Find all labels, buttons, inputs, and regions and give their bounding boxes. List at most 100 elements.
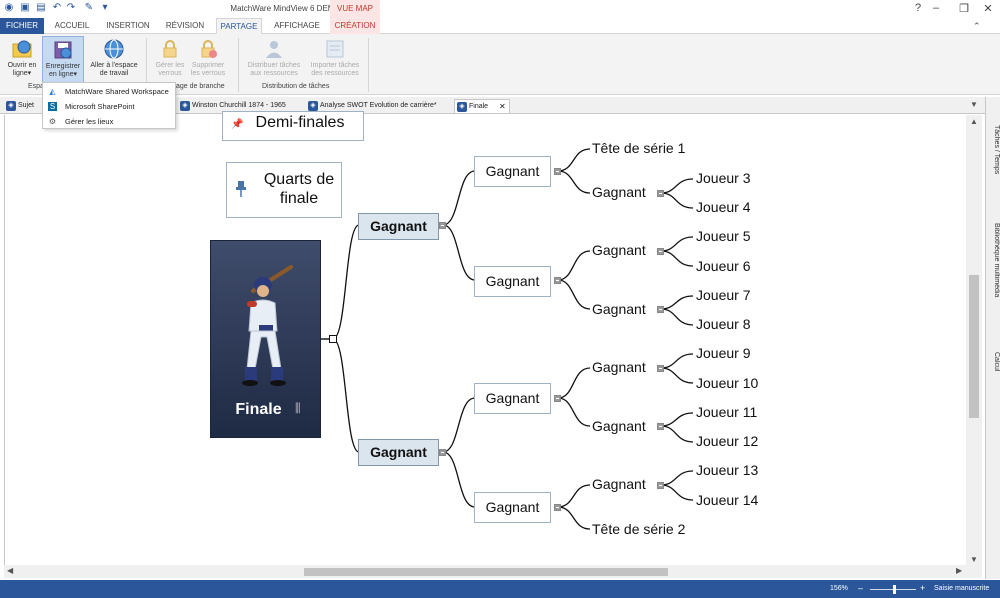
leaf-player[interactable]: Joueur 12 (696, 433, 759, 449)
branch-gagnant-l3-2[interactable]: Gagnant (592, 242, 646, 258)
group-separator (146, 38, 147, 92)
leaf-player[interactable]: Joueur 11 (696, 404, 758, 420)
doc-tab-finale[interactable]: ◈Finale ✕ (454, 99, 510, 113)
save-icon[interactable]: ▣ (20, 2, 30, 13)
side-tab-calculation[interactable]: Calcul (993, 352, 1000, 372)
menu-item-manage-places[interactable]: ⚙Gérer les lieux (43, 114, 175, 129)
doc-tab-label: Finale (469, 103, 489, 110)
branch-gagnant-l2-1[interactable]: Gagnant (474, 156, 551, 187)
collapse-toggle[interactable] (554, 168, 561, 175)
collapse-ribbon-icon[interactable]: ⌃ (973, 21, 981, 31)
minimize-icon[interactable]: – (932, 2, 940, 14)
doc-tab-sujet[interactable]: ◈Sujet (4, 99, 42, 113)
branch-gagnant-l2-4[interactable]: Gagnant (474, 492, 551, 523)
tab-insertion[interactable]: INSERTION (106, 21, 150, 30)
doc-tab-swot[interactable]: ◈Analyse SWOT Evolution de carrière* (306, 99, 452, 113)
tab-affichage[interactable]: AFFICHAGE (274, 21, 320, 30)
customize-qa-icon[interactable]: ▾ (102, 2, 108, 13)
context-label: VUE MAP (330, 0, 380, 18)
save-online-button[interactable]: Enregistrer en ligne▾ (42, 36, 84, 83)
collapse-toggle[interactable] (439, 449, 446, 456)
collapse-toggle[interactable] (554, 395, 561, 402)
side-tab-media-library[interactable]: Bibliothèque multimédia (993, 223, 1000, 298)
leaf-player[interactable]: Joueur 14 (696, 492, 759, 508)
open-online-button[interactable]: Ouvrir en ligne▾ (4, 36, 40, 78)
save-online-icon (54, 41, 72, 59)
manage-locks-button[interactable]: Gérer les verrous (152, 36, 188, 78)
collapse-toggle[interactable] (657, 306, 664, 313)
leaf-player[interactable]: Joueur 6 (696, 258, 751, 274)
leaf-player[interactable]: Joueur 4 (696, 199, 751, 215)
scroll-up-icon[interactable]: ▲ (970, 117, 978, 126)
semi-finals-node[interactable]: 📌 Demi-finales (222, 111, 364, 141)
branch-gagnant-l3-6[interactable]: Gagnant (592, 476, 646, 492)
doc-tab-churchill[interactable]: ◈Winston Churchill 1874 - 1965 (178, 99, 304, 113)
branch-gagnant-l3-5[interactable]: Gagnant (592, 418, 646, 434)
horizontal-scroll-thumb[interactable] (304, 568, 668, 576)
leaf-player[interactable]: Joueur 5 (696, 228, 751, 244)
leaf-seed-1[interactable]: Tête de série 1 (592, 140, 686, 156)
collapse-toggle[interactable] (657, 365, 664, 372)
collapse-toggle[interactable] (554, 277, 561, 284)
root-collapse-toggle[interactable] (329, 335, 337, 343)
leaf-player[interactable]: Joueur 13 (696, 462, 759, 478)
undo-icon[interactable]: ↶ (52, 2, 62, 13)
collapse-toggle[interactable] (657, 482, 664, 489)
side-tab-tasks[interactable]: Tâches / Temps (993, 125, 1000, 175)
collapse-toggle[interactable] (439, 222, 446, 229)
distribute-tasks-button[interactable]: Distribuer tâches aux ressources (243, 36, 305, 78)
tab-partage[interactable]: PARTAGE (216, 18, 262, 34)
redo-icon[interactable]: ↷ (66, 2, 76, 13)
branch-gagnant-l3-3[interactable]: Gagnant (592, 301, 646, 317)
scroll-down-icon[interactable]: ▼ (970, 555, 978, 564)
tab-fichier[interactable]: FICHIER (0, 18, 44, 34)
tab-accueil[interactable]: ACCUEIL (54, 21, 90, 30)
remove-locks-button[interactable]: Supprimer les verrous (189, 36, 227, 78)
tab-revision[interactable]: RÉVISION (165, 21, 205, 30)
scroll-left-icon[interactable]: ◀ (7, 566, 14, 575)
leaf-player[interactable]: Joueur 8 (696, 316, 751, 332)
tab-creation[interactable]: CRÉATION (330, 18, 380, 34)
collapse-toggle[interactable] (657, 423, 664, 430)
zoom-in-icon[interactable]: + (920, 583, 926, 593)
vertical-scrollbar[interactable]: ▲ ▼ (966, 115, 982, 567)
leaf-player[interactable]: Joueur 7 (696, 287, 751, 303)
distribute-tasks-label: Distribuer tâches aux ressources (247, 62, 301, 77)
branch-gagnant-l1-top[interactable]: Gagnant (358, 213, 439, 240)
import-tasks-button[interactable]: Importer tâches des ressources (306, 36, 364, 78)
collapse-toggle[interactable] (657, 248, 664, 255)
quarter-finals-node[interactable]: Quarts de finale (226, 162, 342, 218)
close-tab-icon[interactable]: ✕ (499, 102, 506, 111)
tab-list-icon[interactable]: ▼ (970, 100, 978, 109)
map-canvas[interactable]: 📌 Demi-finales Quarts de finale Finale ⫼ (4, 111, 982, 567)
help-icon[interactable]: ? (914, 2, 922, 14)
root-node-finale[interactable]: Finale ⫼ (210, 240, 321, 438)
branch-gagnant-l2-3[interactable]: Gagnant (474, 383, 551, 414)
zoom-slider-thumb[interactable] (893, 585, 896, 594)
goto-workspace-button[interactable]: Aller à l'espace de travail (86, 36, 142, 78)
collapse-toggle[interactable] (554, 504, 561, 511)
close-icon[interactable]: ✕ (983, 3, 993, 15)
branch-gagnant-l1-bottom[interactable]: Gagnant (358, 439, 439, 466)
branch-gagnant-l3-4[interactable]: Gagnant (592, 359, 646, 375)
zoom-out-icon[interactable]: – (858, 583, 864, 593)
vertical-scroll-thumb[interactable] (969, 275, 979, 418)
leaf-player[interactable]: Joueur 3 (696, 170, 751, 186)
horizontal-scrollbar[interactable]: ◀ ▶ (4, 565, 982, 578)
leaf-player[interactable]: Joueur 10 (696, 375, 759, 391)
branch-gagnant-l3-1[interactable]: Gagnant (592, 184, 646, 200)
restore-icon[interactable]: ❐ (959, 3, 969, 15)
group-separator (368, 38, 369, 92)
branch-gagnant-l2-2[interactable]: Gagnant (474, 266, 551, 297)
brush-icon[interactable]: ✎ (84, 2, 94, 13)
attachment-icon: ⫼ (295, 401, 301, 415)
menu-item-shared-workspace[interactable]: ◭MatchWare Shared Workspace (43, 84, 175, 99)
collapse-toggle[interactable] (657, 190, 664, 197)
leaf-seed-2[interactable]: Tête de série 2 (592, 521, 686, 537)
print-icon[interactable]: ▤ (36, 2, 46, 13)
scroll-right-icon[interactable]: ▶ (956, 566, 963, 575)
leaf-player[interactable]: Joueur 9 (696, 345, 751, 361)
ribbon-tabs: FICHIER ACCUEIL INSERTION RÉVISION PARTA… (0, 18, 1000, 34)
pin-icon: 📌 (231, 119, 244, 130)
